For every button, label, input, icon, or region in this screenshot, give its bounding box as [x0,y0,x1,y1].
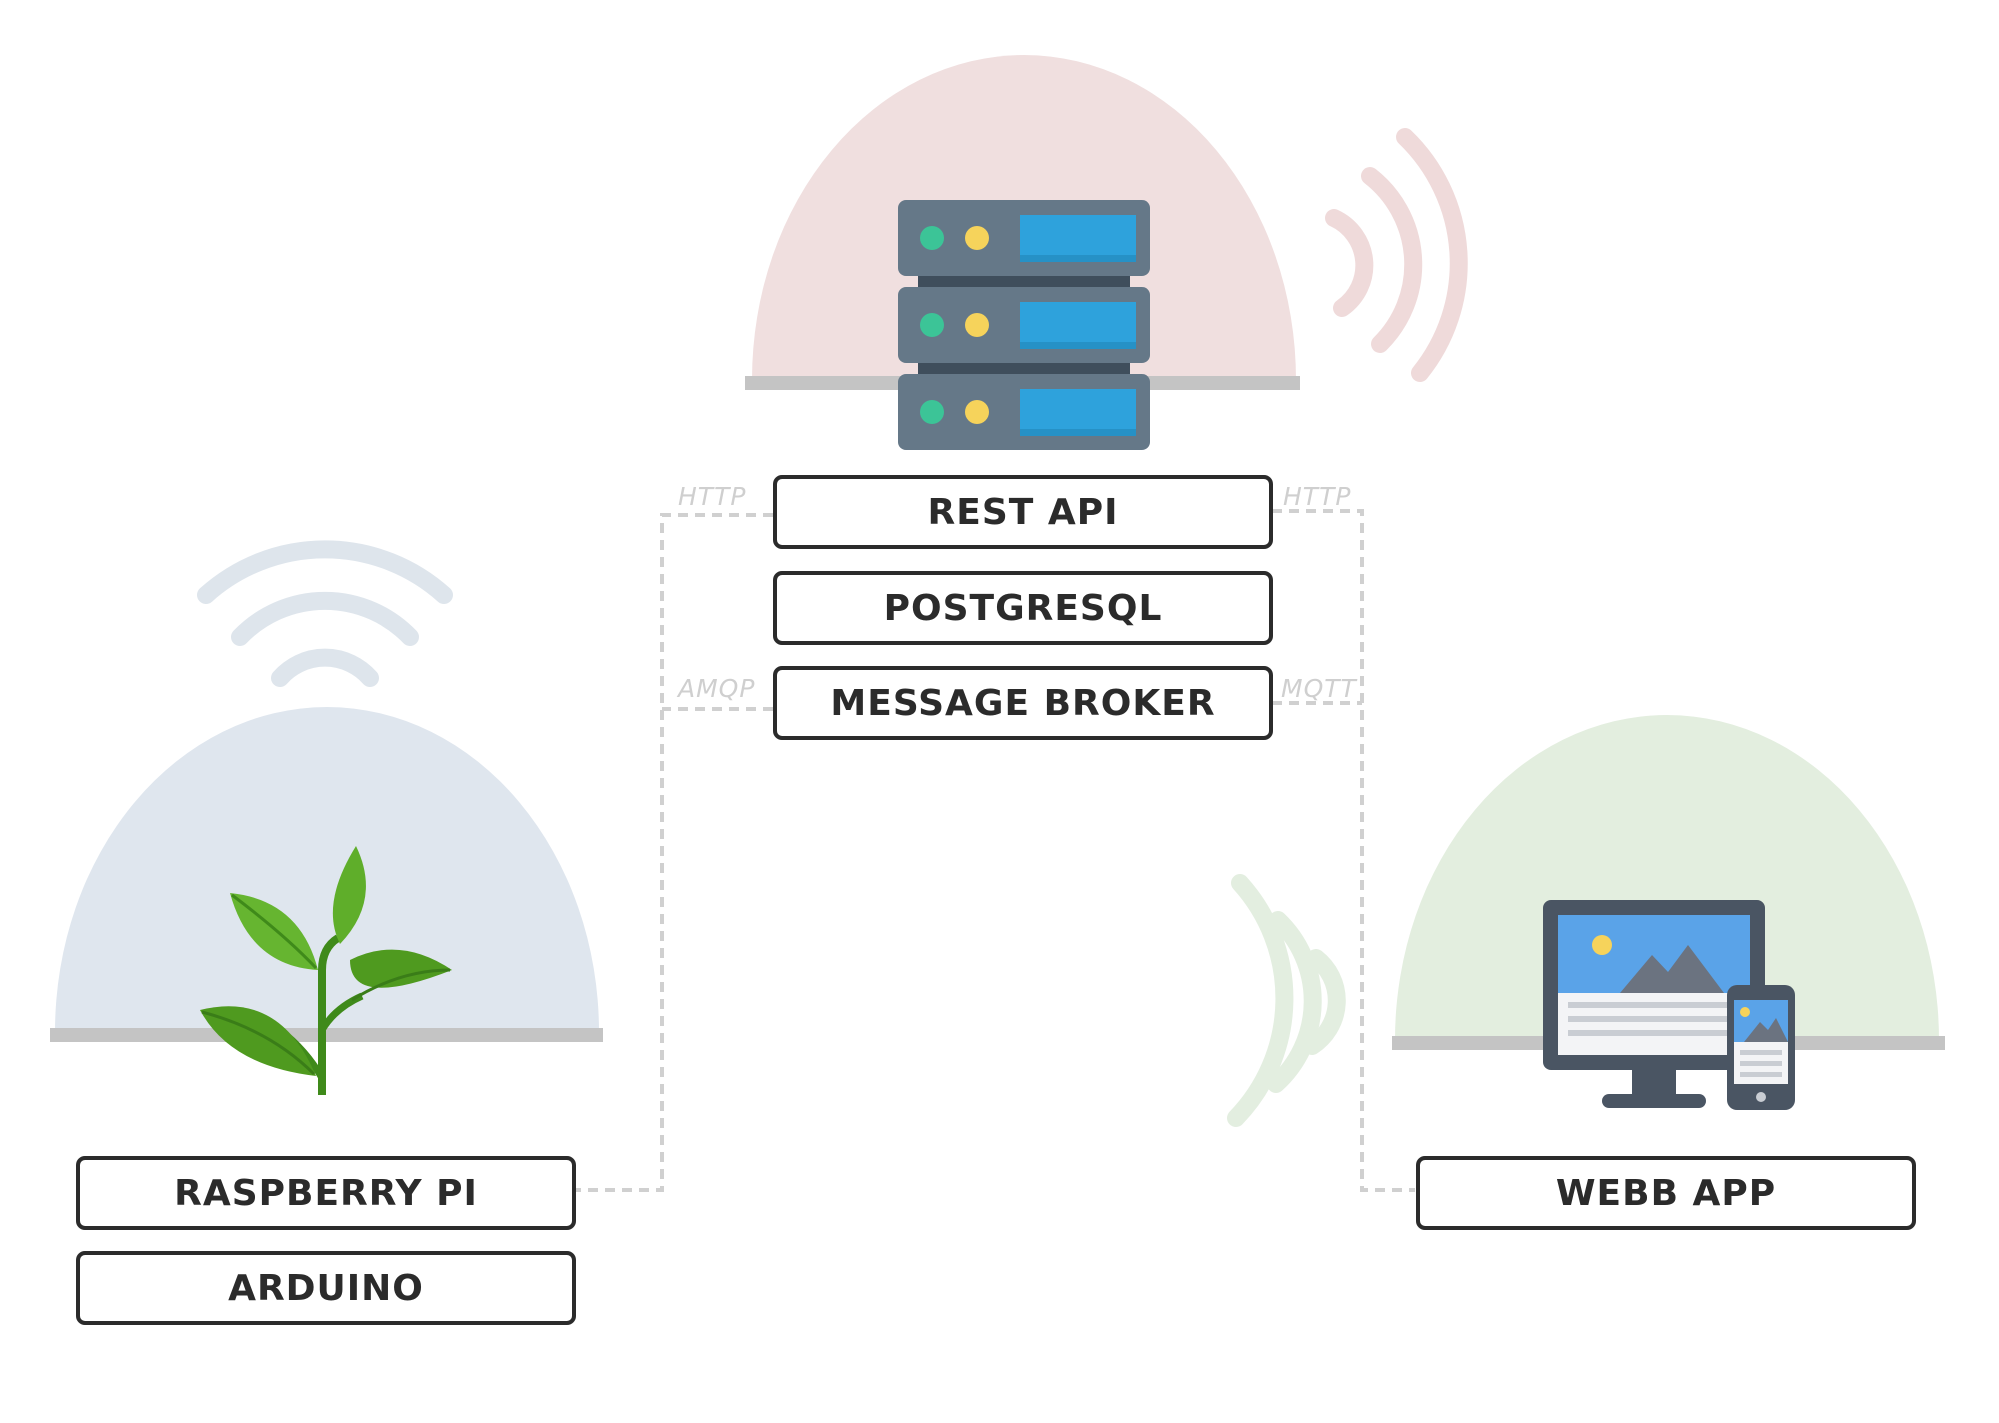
device-shelf [50,1028,603,1042]
protocol-label-amqp: AMQP [678,674,756,703]
server-wifi-signal-icon [1325,128,1468,382]
postgresql-box: POSTGRESQL [773,571,1273,645]
device-dome [55,707,599,1032]
server-unit [898,200,1150,276]
protocol-label-http-left: HTTP [678,482,747,511]
protocol-label-http-right: HTTP [1283,482,1352,511]
connectors [575,509,1415,1192]
protocol-label-mqtt: MQTT [1281,674,1357,703]
smartphone-icon [1727,985,1795,1110]
rest-api-box: REST API [773,475,1273,549]
connector-http-left [575,513,773,1192]
raspberry-pi-box: RASPBERRY PI [76,1156,576,1230]
webb-app-box: WEBB APP [1416,1156,1916,1230]
desktop-monitor-icon [1543,900,1765,1108]
server-unit [898,287,1150,363]
message-broker-box: MESSAGE BROKER [773,666,1273,740]
client-wifi-signal-icon [1227,874,1346,1127]
server-unit [898,374,1150,450]
arduino-box: ARDUINO [76,1251,576,1325]
server-rack-icon [898,200,1150,450]
device-wifi-signal-icon [197,540,453,687]
connector-http-right [1272,509,1415,1192]
plant-icon [200,846,452,1095]
client-dome [1395,715,1939,1040]
